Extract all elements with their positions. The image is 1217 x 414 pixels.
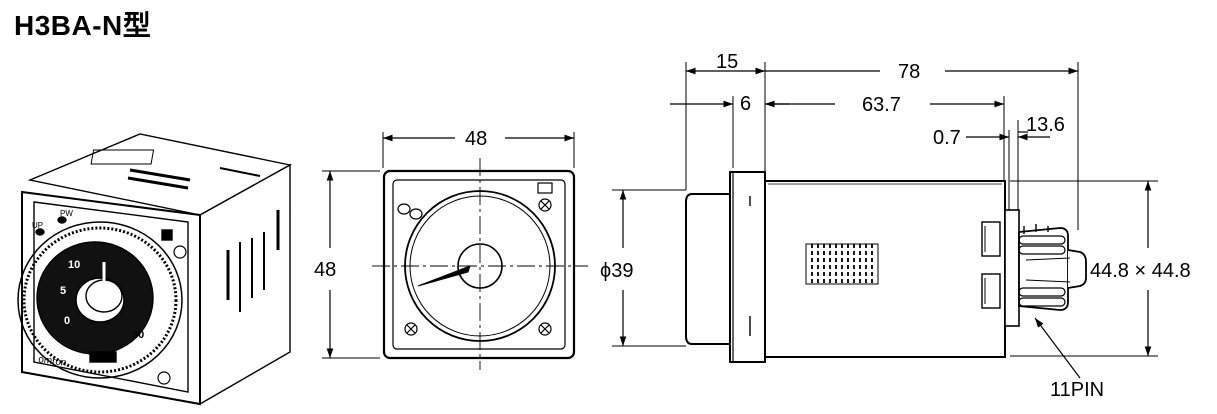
dial-number-30: 30: [132, 329, 144, 341]
dim-6-label: 6: [740, 93, 751, 115]
up-label: UP: [32, 221, 43, 230]
page-title: H3BA-N型: [14, 10, 152, 41]
dim-78-label: 78: [898, 61, 920, 83]
dim-13-6-label: 13.6: [1026, 114, 1065, 136]
brand-logo: omron: [38, 354, 68, 369]
socket-size-label: 44.8 × 44.8: [1090, 260, 1191, 282]
dial-number-0: 0: [64, 315, 70, 327]
side-view: [612, 62, 1158, 379]
dim-63-7-label: 63.7: [862, 94, 901, 116]
perspective-view: [17, 133, 292, 406]
pw-label: PW: [60, 209, 73, 218]
front-width-label: 48: [465, 128, 487, 150]
dial-number-10: 10: [68, 259, 80, 271]
front-height-label: 48: [314, 259, 336, 281]
diameter-label: ϕ39: [600, 260, 633, 282]
pin-count-label: 11PIN: [1050, 379, 1104, 401]
dial-number-5: 5: [60, 285, 66, 297]
dim-15-label: 15: [716, 51, 738, 73]
front-view: [322, 132, 588, 370]
dim-0-7-label: 0.7: [933, 127, 961, 149]
